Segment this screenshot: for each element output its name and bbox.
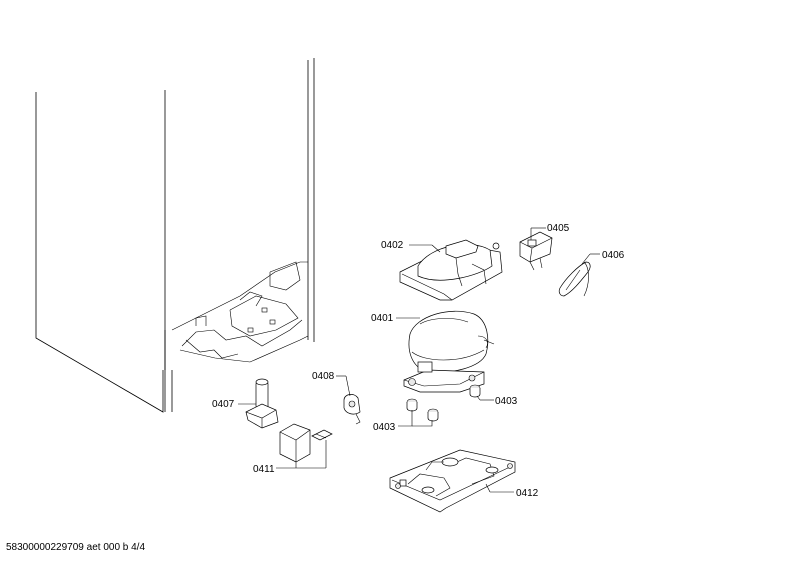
label-0411: 0411 (253, 464, 275, 475)
label-0403-left: 0403 (373, 422, 396, 433)
label-0406: 0406 (602, 250, 625, 261)
leader-lines (238, 227, 600, 493)
label-0403-right: 0403 (495, 396, 518, 407)
part-0407-starter (245, 378, 279, 429)
part-0406-protector (558, 261, 591, 297)
label-0401: 0401 (371, 313, 394, 324)
label-0408: 0408 (312, 371, 335, 382)
part-0403-grommets (406, 384, 481, 422)
part-0412-baseplate (389, 449, 516, 513)
part-0405-relay (519, 231, 553, 271)
label-0412: 0412 (516, 488, 539, 499)
document-id: 58300000229709 aet 000 b 4/4 (6, 542, 146, 553)
part-0411-connector (279, 423, 333, 463)
part-0401-compressor (403, 310, 495, 393)
part-0408-clip (343, 394, 361, 425)
appliance-cabinet (35, 58, 315, 413)
label-0405: 0405 (547, 223, 570, 234)
part-0402-cover (399, 239, 503, 301)
label-0407: 0407 (212, 399, 235, 410)
label-0402: 0402 (381, 240, 404, 251)
